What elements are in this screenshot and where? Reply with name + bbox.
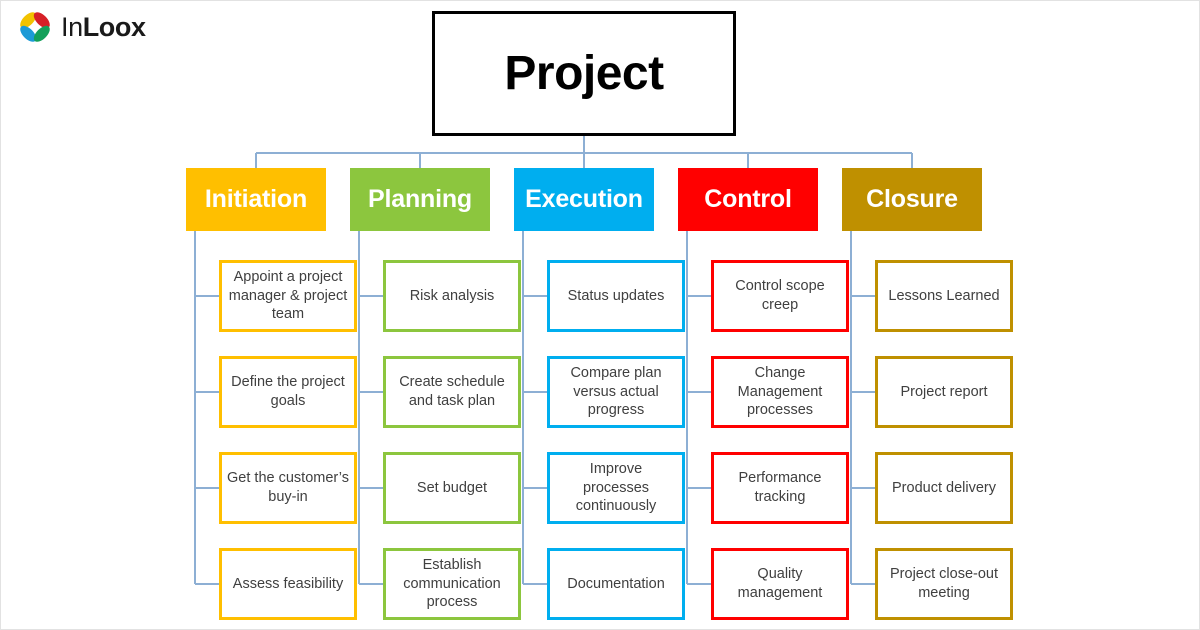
task-label: Risk analysis	[409, 287, 495, 304]
task-label: Set budget	[416, 479, 488, 496]
phase-column-initiation: Initiation	[186, 168, 326, 231]
task-box[interactable]: Product delivery	[875, 452, 1013, 524]
task-label: Get the customer’s buy-in	[227, 470, 349, 505]
task-box[interactable]: Project close-out meeting	[875, 548, 1013, 620]
task-box[interactable]: Set budget	[383, 452, 521, 524]
inloox-logo: InLoox	[15, 5, 195, 49]
task-box[interactable]: Performance tracking	[711, 452, 849, 524]
task-label: Lessons Learned	[888, 287, 1000, 304]
task-label: Documentation	[567, 575, 665, 592]
root-node-label: Project	[504, 47, 664, 100]
task-box[interactable]: Assess feasibility	[219, 548, 357, 620]
task-label: Establish communication process	[403, 557, 501, 611]
phase-header-planning[interactable]: Planning	[350, 168, 490, 231]
task-label: Define the project goals	[231, 374, 345, 409]
task-label: Compare plan versus actual progress	[570, 365, 662, 419]
phase-column-closure: Closure	[842, 168, 982, 231]
task-label: Project report	[900, 383, 988, 400]
task-box[interactable]: Define the project goals	[219, 356, 357, 428]
task-box[interactable]: Quality management	[711, 548, 849, 620]
wordmark-loox: Loox	[82, 11, 146, 42]
task-box[interactable]: Risk analysis	[383, 260, 521, 332]
wordmark-in: In	[61, 11, 83, 42]
task-label: Quality management	[737, 566, 823, 601]
inloox-flower-icon	[20, 12, 50, 42]
task-box[interactable]: Create schedule and task plan	[383, 356, 521, 428]
phase-header-control[interactable]: Control	[678, 168, 818, 231]
root-node-project[interactable]: Project	[432, 11, 736, 136]
task-box[interactable]: Documentation	[547, 548, 685, 620]
task-label: Change Management processes	[737, 365, 823, 419]
inloox-wordmark: InLoox	[61, 11, 146, 42]
phase-header-label: Execution	[525, 185, 643, 213]
task-label: Performance tracking	[738, 470, 822, 505]
task-box[interactable]: Establish communication process	[383, 548, 521, 620]
task-label: Appoint a project manager & project team	[228, 269, 348, 323]
phase-header-label: Closure	[866, 185, 958, 213]
phase-header-closure[interactable]: Closure	[842, 168, 982, 231]
phase-header-execution[interactable]: Execution	[514, 168, 654, 231]
phase-column-control: Control	[678, 168, 818, 231]
task-box[interactable]: Improve processes continuously	[547, 452, 685, 524]
task-label: Control scope creep	[735, 278, 825, 313]
task-box[interactable]: Change Management processes	[711, 356, 849, 428]
phase-column-planning: Planning	[350, 168, 490, 231]
task-box[interactable]: Compare plan versus actual progress	[547, 356, 685, 428]
task-box[interactable]: Status updates	[547, 260, 685, 332]
phase-header-label: Planning	[368, 185, 472, 213]
task-label: Project close-out meeting	[890, 566, 998, 601]
phase-column-execution: Execution	[514, 168, 654, 231]
task-label: Improve processes continuously	[575, 461, 657, 515]
task-label: Assess feasibility	[232, 575, 344, 592]
phase-header-label: Initiation	[204, 185, 308, 213]
task-label: Status updates	[567, 287, 665, 304]
task-box[interactable]: Project report	[875, 356, 1013, 428]
phase-header-label: Control	[704, 185, 792, 213]
task-box[interactable]: Lessons Learned	[875, 260, 1013, 332]
task-label: Product delivery	[892, 479, 996, 496]
task-box[interactable]: Appoint a project manager & project team	[219, 260, 357, 332]
task-box[interactable]: Control scope creep	[711, 260, 849, 332]
task-box[interactable]: Get the customer’s buy-in	[219, 452, 357, 524]
phase-header-initiation[interactable]: Initiation	[186, 168, 326, 231]
task-label: Create schedule and task plan	[399, 374, 505, 409]
